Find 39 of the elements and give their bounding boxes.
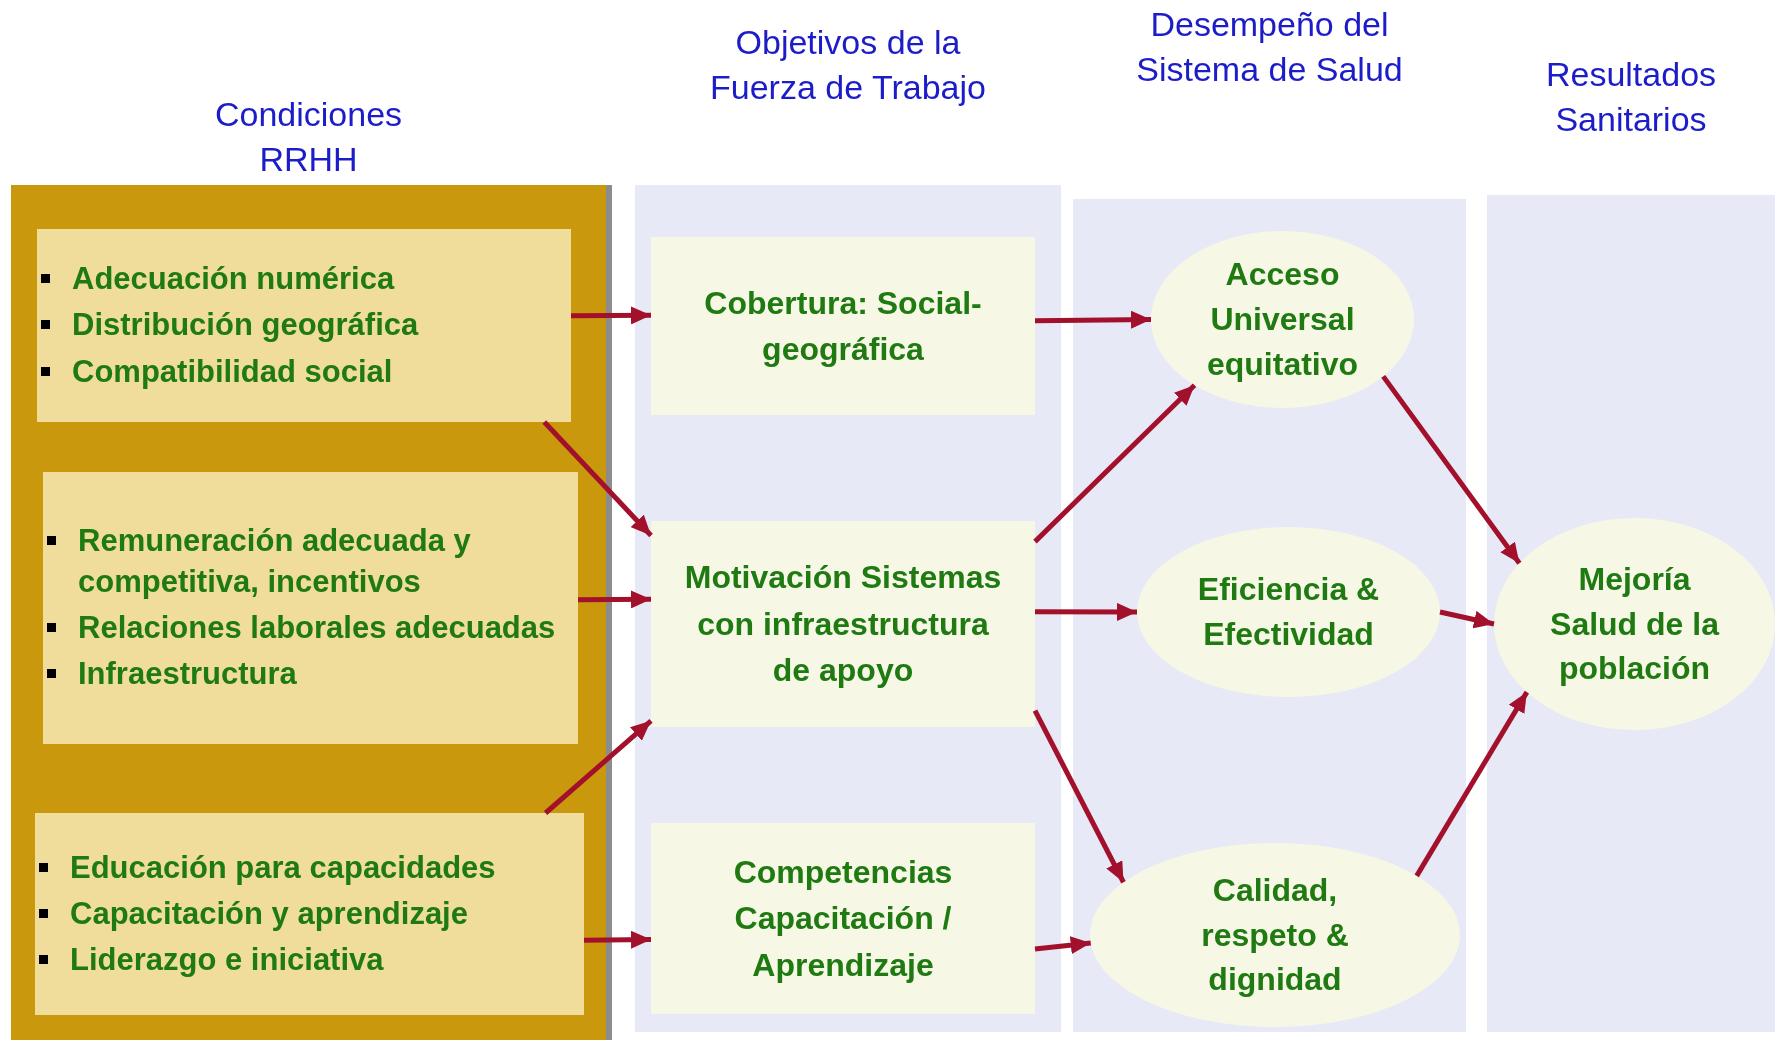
node-text: Acceso Universal equitativo <box>1205 255 1360 384</box>
node-text: Mejoría Salud de la población <box>1549 559 1721 689</box>
bullet-text: Compatibilidad social <box>72 352 393 391</box>
bullet-text: Adecuación numérica <box>72 260 395 299</box>
node-text: Calidad, respeto & dignidad <box>1200 870 1350 1000</box>
arrow <box>1439 609 1495 629</box>
arrow <box>583 930 652 949</box>
bullet-text: Relaciones laborales adecuadas <box>78 609 556 647</box>
node-text: Competencias Capacitación / Aprendizaje <box>732 852 954 985</box>
bullet-text: Distribución geográfica <box>72 306 419 345</box>
bullet-text: Educación para capacidades <box>70 848 496 887</box>
text-box <box>35 813 584 1015</box>
arrow <box>1414 690 1529 878</box>
text-box <box>43 472 578 744</box>
arrow <box>1034 936 1091 955</box>
node-text: Cobertura: Social-geográfica <box>703 283 983 369</box>
column-heading: Resultados Sanitarios <box>1544 54 1718 140</box>
arrow <box>1381 374 1522 565</box>
arrow <box>542 420 653 538</box>
column-heading: Objetivos de la Fuerza de Trabajo <box>709 22 987 108</box>
bullet-text: Remuneración adecuada y competitiva, incentivos <box>78 522 472 601</box>
node-text: Eficiencia & Efectividad <box>1196 570 1381 654</box>
bullet-text: Infraestructura <box>78 655 297 694</box>
arrow <box>1034 310 1152 329</box>
arrow <box>578 590 651 609</box>
text-box <box>651 237 1035 415</box>
arrow <box>1033 383 1197 544</box>
node-text: Motivación Sistemas con infraestructura de apoyo <box>683 558 1003 691</box>
bullet-text: Liderazgo e iniciativa <box>70 941 384 980</box>
text-box <box>651 823 1035 1014</box>
arrow <box>543 718 653 815</box>
column-heading: Condiciones RRHH <box>213 94 404 180</box>
bullet-text: Capacitación y aprendizaje <box>70 894 468 933</box>
arrow <box>571 306 651 325</box>
arrow <box>1032 709 1126 884</box>
column-heading: Desempeño del Sistema de Salud <box>1135 4 1404 90</box>
text-box <box>651 521 1035 727</box>
arrow <box>1035 602 1137 621</box>
text-box <box>37 229 571 422</box>
